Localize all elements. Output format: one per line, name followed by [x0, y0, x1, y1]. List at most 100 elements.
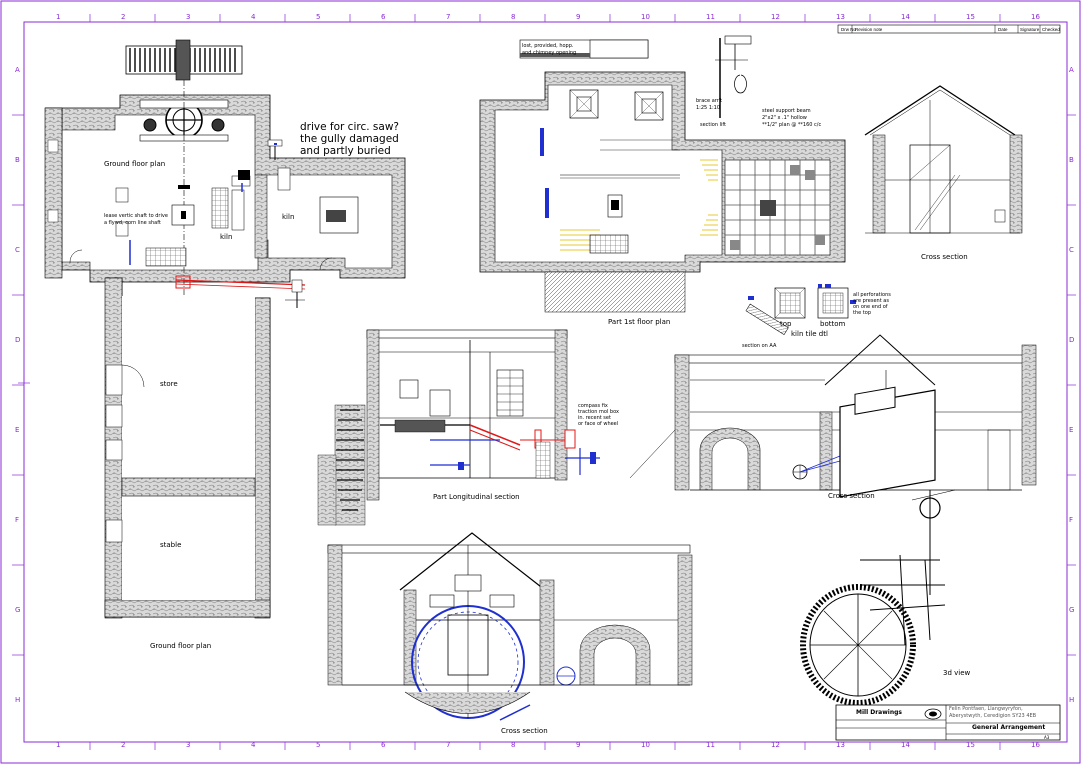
grid-col-top-6: 6 — [381, 13, 386, 21]
grid-col-bottom-5: 5 — [316, 741, 321, 749]
grid-col-top-2: 2 — [121, 13, 126, 21]
grid-col-bottom-7: 7 — [446, 741, 451, 749]
grid-row-right-H: H — [1069, 696, 1075, 704]
ground-floor-plan-inner-title: Ground floor plan — [104, 160, 166, 168]
ground-floor-plan-title: Ground floor plan — [150, 642, 212, 650]
cross-section-top-title: Cross section — [921, 253, 968, 261]
kiln-tile-detail — [745, 284, 856, 335]
kiln-left-label: kiln — [220, 233, 233, 241]
grid-row-right-F: F — [1069, 516, 1074, 524]
revision-header-drw-no: Drw No — [841, 27, 857, 32]
grid-col-bottom-13: 13 — [836, 741, 845, 749]
grid-col-top-14: 14 — [901, 13, 910, 21]
grid-row-right-G: G — [1069, 606, 1075, 614]
compass-note-1: compass fix — [578, 403, 608, 409]
grid-col-bottom-10: 10 — [641, 741, 650, 749]
first-floor-plan — [479, 35, 846, 313]
cross-section-top — [864, 85, 1023, 234]
kiln-right-label: kiln — [282, 213, 295, 221]
steel-note-1: steel support beam — [762, 108, 811, 114]
longitudinal-section — [317, 329, 600, 526]
brace-note-2: 1:25 1:10 — [696, 105, 721, 111]
section-lift-label: section lift — [700, 122, 727, 128]
shaft-note-line-1: lease vertic shaft to drive — [104, 213, 168, 219]
grid-col-bottom-1: 1 — [56, 741, 61, 749]
grid-row-right-A: A — [1069, 66, 1074, 74]
title-block-title: General Arrangement — [972, 724, 1046, 731]
grid-col-bottom-3: 3 — [186, 741, 191, 749]
shaft-note-line-2: a flywd, corn line shaft — [104, 220, 161, 226]
grid-col-bottom-15: 15 — [966, 741, 975, 749]
cross-section-middle-title: Cross section — [828, 492, 875, 500]
steel-note-2: 2"x2" x .1" hollow — [762, 115, 807, 121]
compass-note-3: in. recent set — [578, 415, 611, 421]
grid-col-bottom-4: 4 — [251, 741, 256, 749]
revision-header-checked: Checked — [1042, 27, 1060, 32]
grid-row-right-C: C — [1069, 246, 1074, 254]
grid-col-top-5: 5 — [316, 13, 321, 21]
compass-note-4: or face of wheel — [578, 421, 619, 427]
grid-row-left-B: B — [15, 156, 20, 164]
kiln-tile-dtl-title: kiln tile dtl — [791, 330, 828, 338]
cross-section-bottom-title: Cross section — [501, 727, 548, 735]
grid-col-top-15: 15 — [966, 13, 975, 21]
tile-bottom-label: bottom — [820, 320, 846, 328]
grid-row-right-E: E — [1069, 426, 1074, 434]
grid-col-bottom-11: 11 — [706, 741, 715, 749]
first-floor-top-note-2: and chimney opening — [522, 50, 577, 56]
compass-note-2: traction mol box — [578, 409, 619, 415]
revision-header-date: Date — [998, 27, 1008, 32]
grid-col-top-13: 13 — [836, 13, 845, 21]
grid-col-bottom-2: 2 — [121, 741, 126, 749]
grid-row-left-C: C — [15, 246, 20, 254]
section-aa-label: section on AA — [742, 343, 777, 349]
grid-col-bottom-16: 16 — [1031, 741, 1040, 749]
three-d-view — [800, 386, 956, 706]
grid-col-top-9: 9 — [576, 13, 581, 21]
drive-note-line-1: drive for circ. saw? — [300, 121, 399, 133]
grid-row-right-D: D — [1069, 336, 1075, 344]
title-block-sheet-size: A3 — [1044, 735, 1050, 740]
grid-col-top-11: 11 — [706, 13, 715, 21]
revision-header-note: Revision note — [855, 27, 883, 32]
grid-row-left-F: F — [15, 516, 20, 524]
grid-row-left-G: G — [15, 606, 21, 614]
title-block — [835, 704, 1061, 741]
three-d-view-title: 3d view — [943, 669, 971, 677]
tile-top-label: top — [780, 320, 792, 328]
tile-note-4: the top — [853, 310, 871, 316]
stable-label: stable — [160, 541, 182, 549]
cross-section-middle — [629, 334, 1037, 491]
title-block-address-2: Aberystwyth, Ceredigion SY23 4EB — [949, 713, 1037, 719]
drive-note-line-3: and partly buried — [300, 145, 391, 157]
brace-note-1: brace arr't — [696, 98, 723, 104]
grid-col-bottom-12: 12 — [771, 741, 780, 749]
tile-note-1: all perforations — [853, 292, 891, 298]
part-longitudinal-section-title: Part Longitudinal section — [433, 493, 520, 501]
tile-note-2: are present as — [853, 298, 889, 304]
grid-col-top-1: 1 — [56, 13, 61, 21]
grid-col-top-8: 8 — [511, 13, 516, 21]
steel-note-3: **1/2" plan @ **160 c/c — [762, 122, 822, 128]
grid-row-left-H: H — [15, 696, 21, 704]
revision-table — [837, 24, 1061, 34]
part-first-floor-plan-title: Part 1st floor plan — [608, 318, 671, 326]
tile-note-3: on one end of — [853, 304, 888, 310]
grid-col-bottom-9: 9 — [576, 741, 581, 749]
grid-col-top-7: 7 — [446, 13, 451, 21]
grid-col-bottom-8: 8 — [511, 741, 516, 749]
ground-floor-plan — [44, 39, 406, 619]
drive-note-line-2: the gully damaged — [300, 133, 399, 145]
revision-header-signature: Signature — [1020, 27, 1040, 32]
store-label: store — [160, 380, 178, 388]
grid-col-bottom-6: 6 — [381, 741, 386, 749]
title-block-address-1: Felin Pontfaen, Llangwyryfon, — [949, 706, 1023, 712]
title-block-company: Mill Drawings — [856, 709, 902, 716]
cross-section-bottom — [327, 532, 693, 721]
grid-row-left-E: E — [15, 426, 20, 434]
grid-col-top-3: 3 — [186, 13, 191, 21]
grid-row-right-B: B — [1069, 156, 1074, 164]
grid-col-top-4: 4 — [251, 13, 256, 21]
